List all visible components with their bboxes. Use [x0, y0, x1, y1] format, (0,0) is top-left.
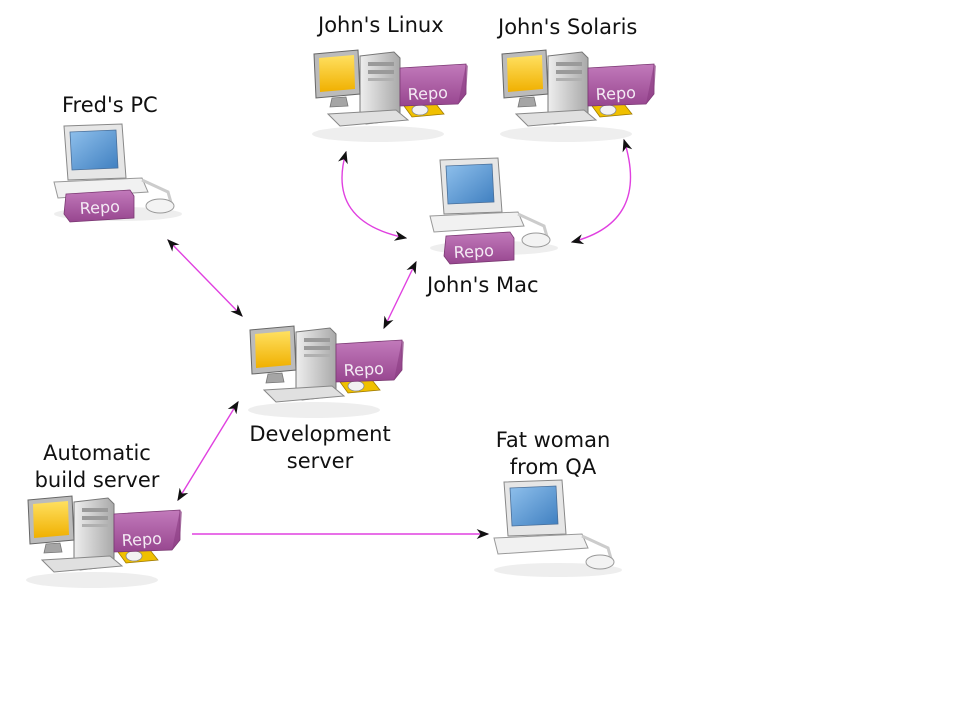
build-server-repo-label: Repo: [121, 529, 162, 550]
johns-mac-computer: Repo: [428, 156, 560, 265]
build-server-label-line1: Automatic: [43, 441, 151, 465]
dev-server-repo-label: Repo: [343, 359, 384, 380]
qa-label: Fat woman from QA: [478, 427, 628, 481]
johns-mac-label: John's Mac: [427, 273, 539, 297]
arrow-solaris-mac: [570, 138, 633, 245]
freds-pc-label: Fred's PC: [62, 93, 158, 117]
arrow-freds-pc-dev-server: [167, 239, 243, 317]
build-server-label-line2: build server: [34, 468, 160, 492]
johns-mac-repo-label: Repo: [453, 241, 494, 262]
freds-pc-repo-label: Repo: [79, 197, 120, 218]
johns-linux-repo-label: Repo: [407, 83, 448, 104]
johns-solaris-repo-label: Repo: [595, 83, 636, 104]
johns-linux-label: John's Linux: [318, 13, 444, 37]
arrow-dev-build-server: [177, 400, 239, 502]
johns-solaris-workstation: Repo: [499, 49, 657, 143]
build-server-label: Automatic build server: [22, 440, 172, 494]
freds-pc-computer: Repo: [52, 122, 184, 223]
qa-label-line2: from QA: [509, 455, 597, 479]
development-server-workstation: Repo: [247, 325, 405, 419]
dev-server-label: Development server: [240, 421, 400, 475]
qa-computer: [492, 478, 624, 579]
johns-linux-workstation: Repo: [311, 49, 469, 143]
dev-server-label-line2: server: [286, 449, 354, 473]
johns-solaris-label: John's Solaris: [498, 15, 638, 39]
arrow-linux-mac: [338, 150, 408, 241]
build-server-workstation: Repo: [25, 495, 183, 589]
arrow-johns-mac-dev-server: [383, 260, 417, 330]
dev-server-label-line1: Development: [249, 422, 391, 446]
qa-label-line1: Fat woman: [495, 428, 611, 452]
